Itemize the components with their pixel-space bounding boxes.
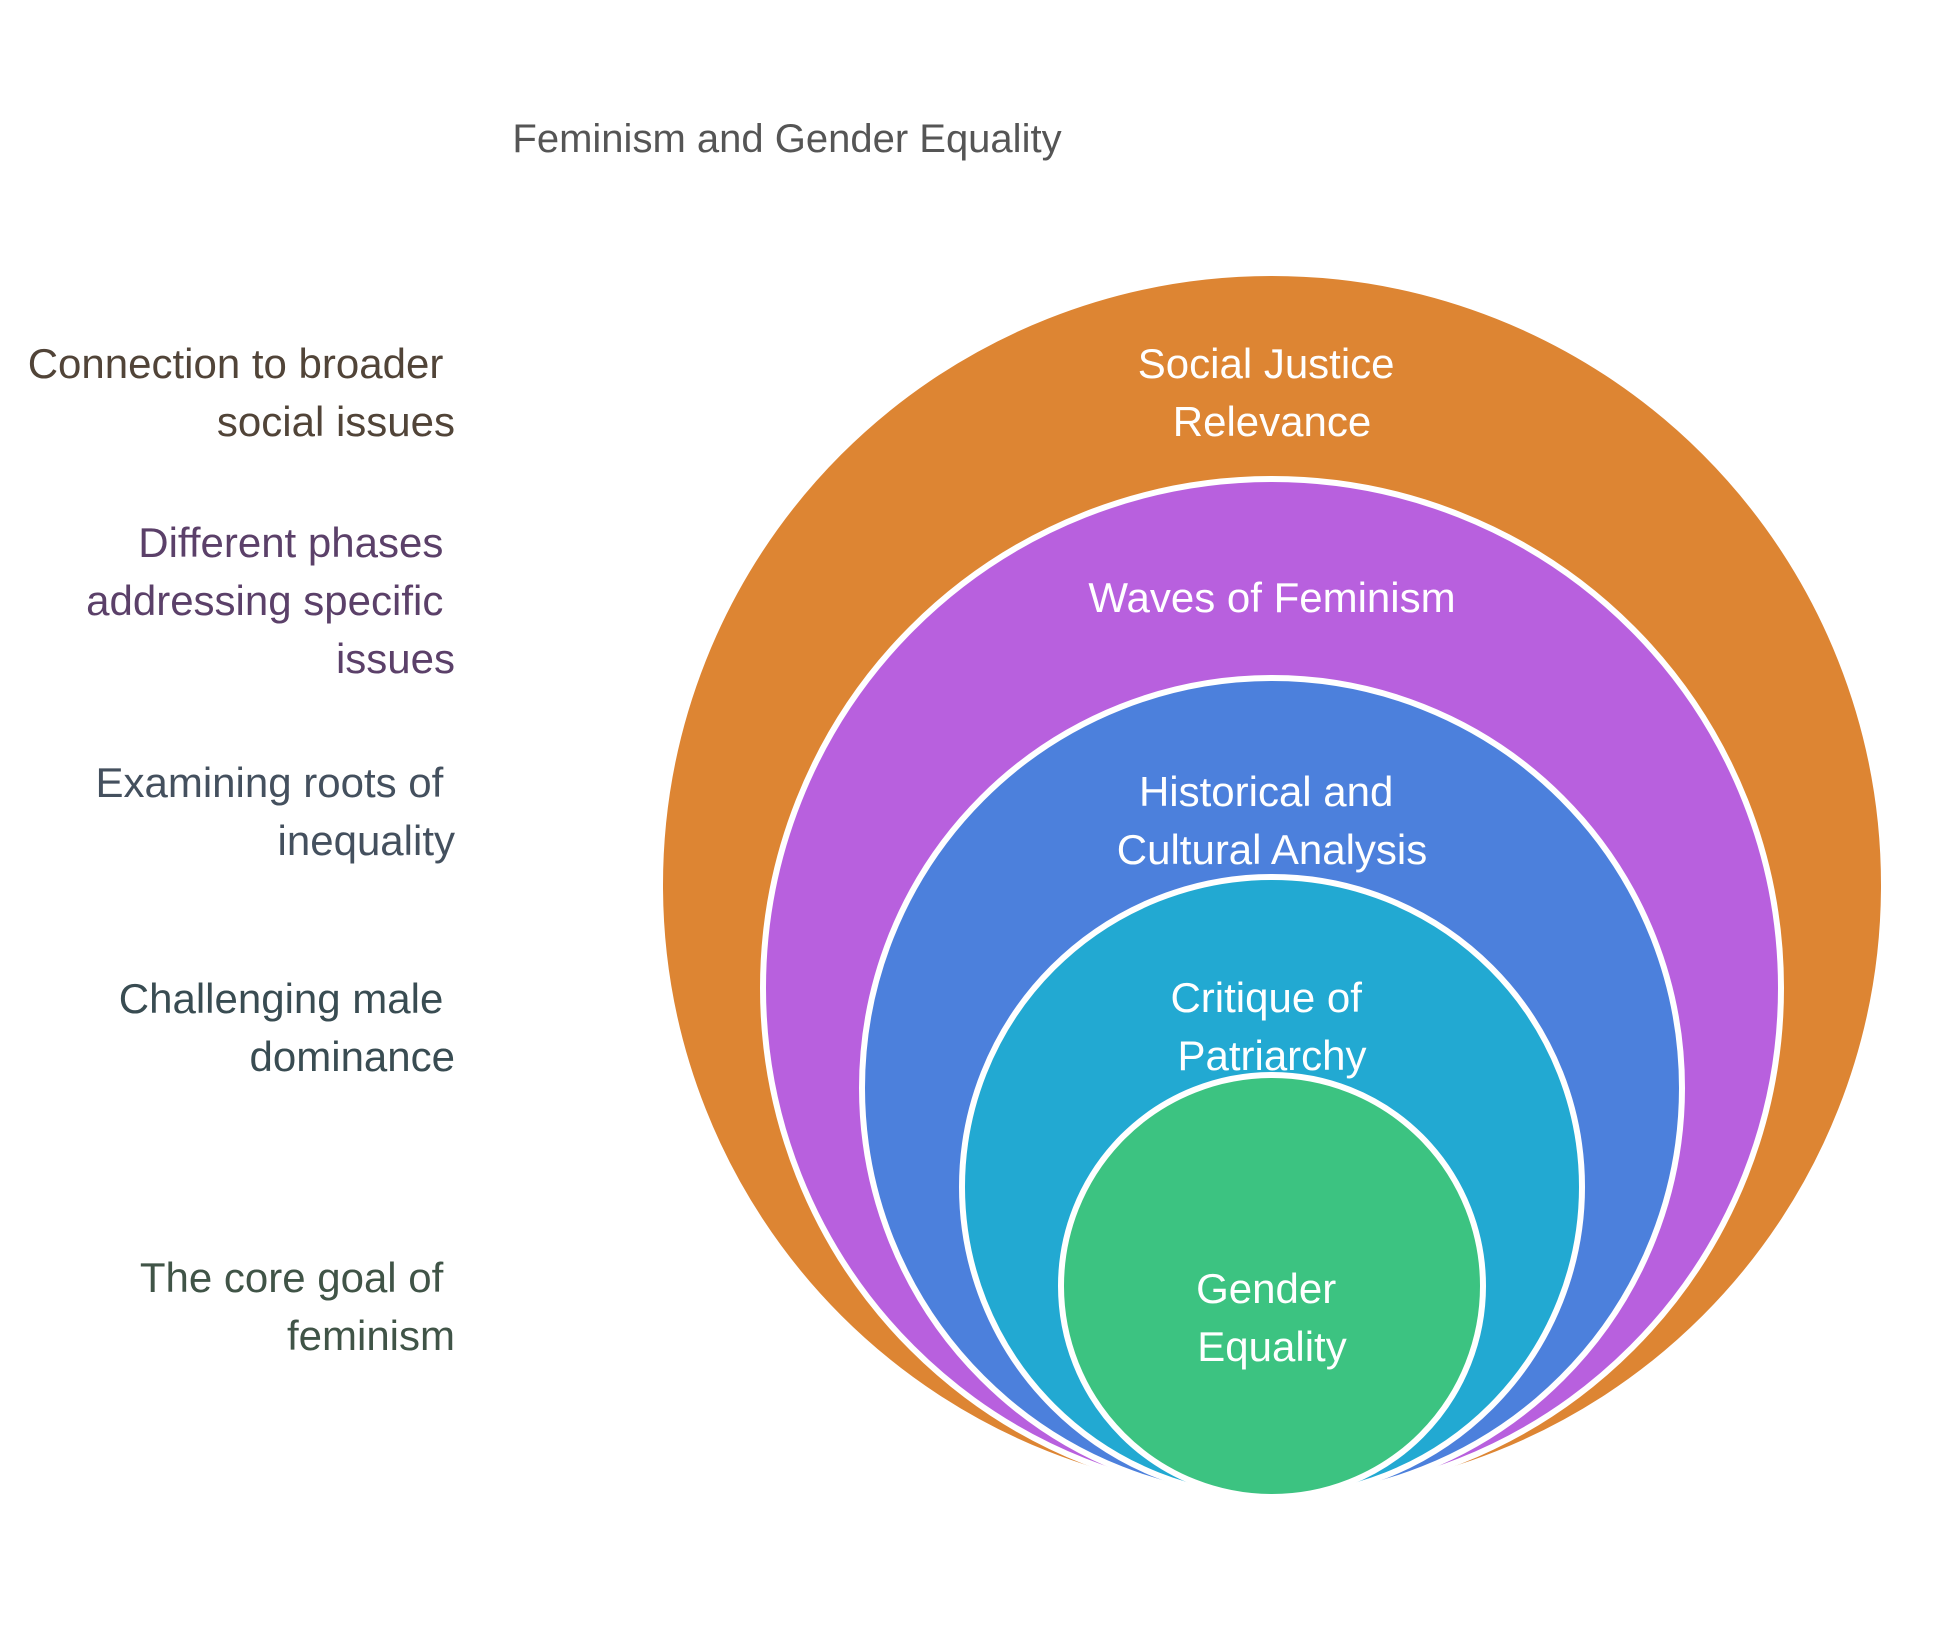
ring-label-historical-and-cultural-analysis: Historical and Cultural Analysis — [1117, 768, 1427, 873]
ring-circle-gender-equality — [1058, 1072, 1486, 1500]
ring-label-line: Critique of — [1170, 974, 1362, 1021]
ring-label-line: Social Justice — [1138, 340, 1395, 387]
ring-label-line: Gender — [1196, 1265, 1336, 1312]
ring-description-social-justice-relevance: Connection to broader social issues — [28, 340, 455, 445]
ring-label-line: Equality — [1197, 1323, 1346, 1370]
ring-label-line: Relevance — [1173, 398, 1371, 445]
ring-description-waves-of-feminism: Different phases addressing specific iss… — [86, 519, 455, 682]
diagram-title: Feminism and Gender Equality — [512, 117, 1061, 161]
ring-label-critique-of-patriarchy: Critique of Patriarchy — [1170, 974, 1373, 1079]
ring-label-line: Patriarchy — [1177, 1032, 1366, 1079]
ring-label-social-justice-relevance: Social Justice Relevance — [1138, 340, 1406, 445]
ring-description-critique-of-patriarchy: Challenging male dominance — [119, 975, 455, 1080]
ring-description-line: addressing specific — [86, 577, 443, 624]
ring-description-line: social issues — [217, 398, 455, 445]
ring-description-line: Challenging male — [119, 975, 444, 1022]
ring-description-line: feminism — [287, 1312, 455, 1359]
ring-description-historical-and-cultural-analysis: Examining roots of inequality — [95, 759, 455, 864]
ring-label-line: Cultural Analysis — [1117, 826, 1427, 873]
ring-description-line: Examining roots of — [95, 759, 443, 806]
ring-label-line: Waves of Feminism — [1088, 574, 1455, 621]
ring-label-gender-equality: Gender Equality — [1196, 1265, 1348, 1370]
ring-description-gender-equality: The core goal of feminism — [140, 1254, 455, 1359]
ring-description-line: issues — [336, 635, 455, 682]
ring-label-line: Historical and — [1139, 768, 1393, 815]
ring-label-waves-of-feminism: Waves of Feminism — [1088, 574, 1455, 621]
ring-description-line: The core goal of — [140, 1254, 444, 1301]
ring-description-line: dominance — [250, 1033, 455, 1080]
ring-description-line: Different phases — [138, 519, 443, 566]
ring-description-line: Connection to broader — [28, 340, 444, 387]
ring-description-line: inequality — [278, 817, 455, 864]
